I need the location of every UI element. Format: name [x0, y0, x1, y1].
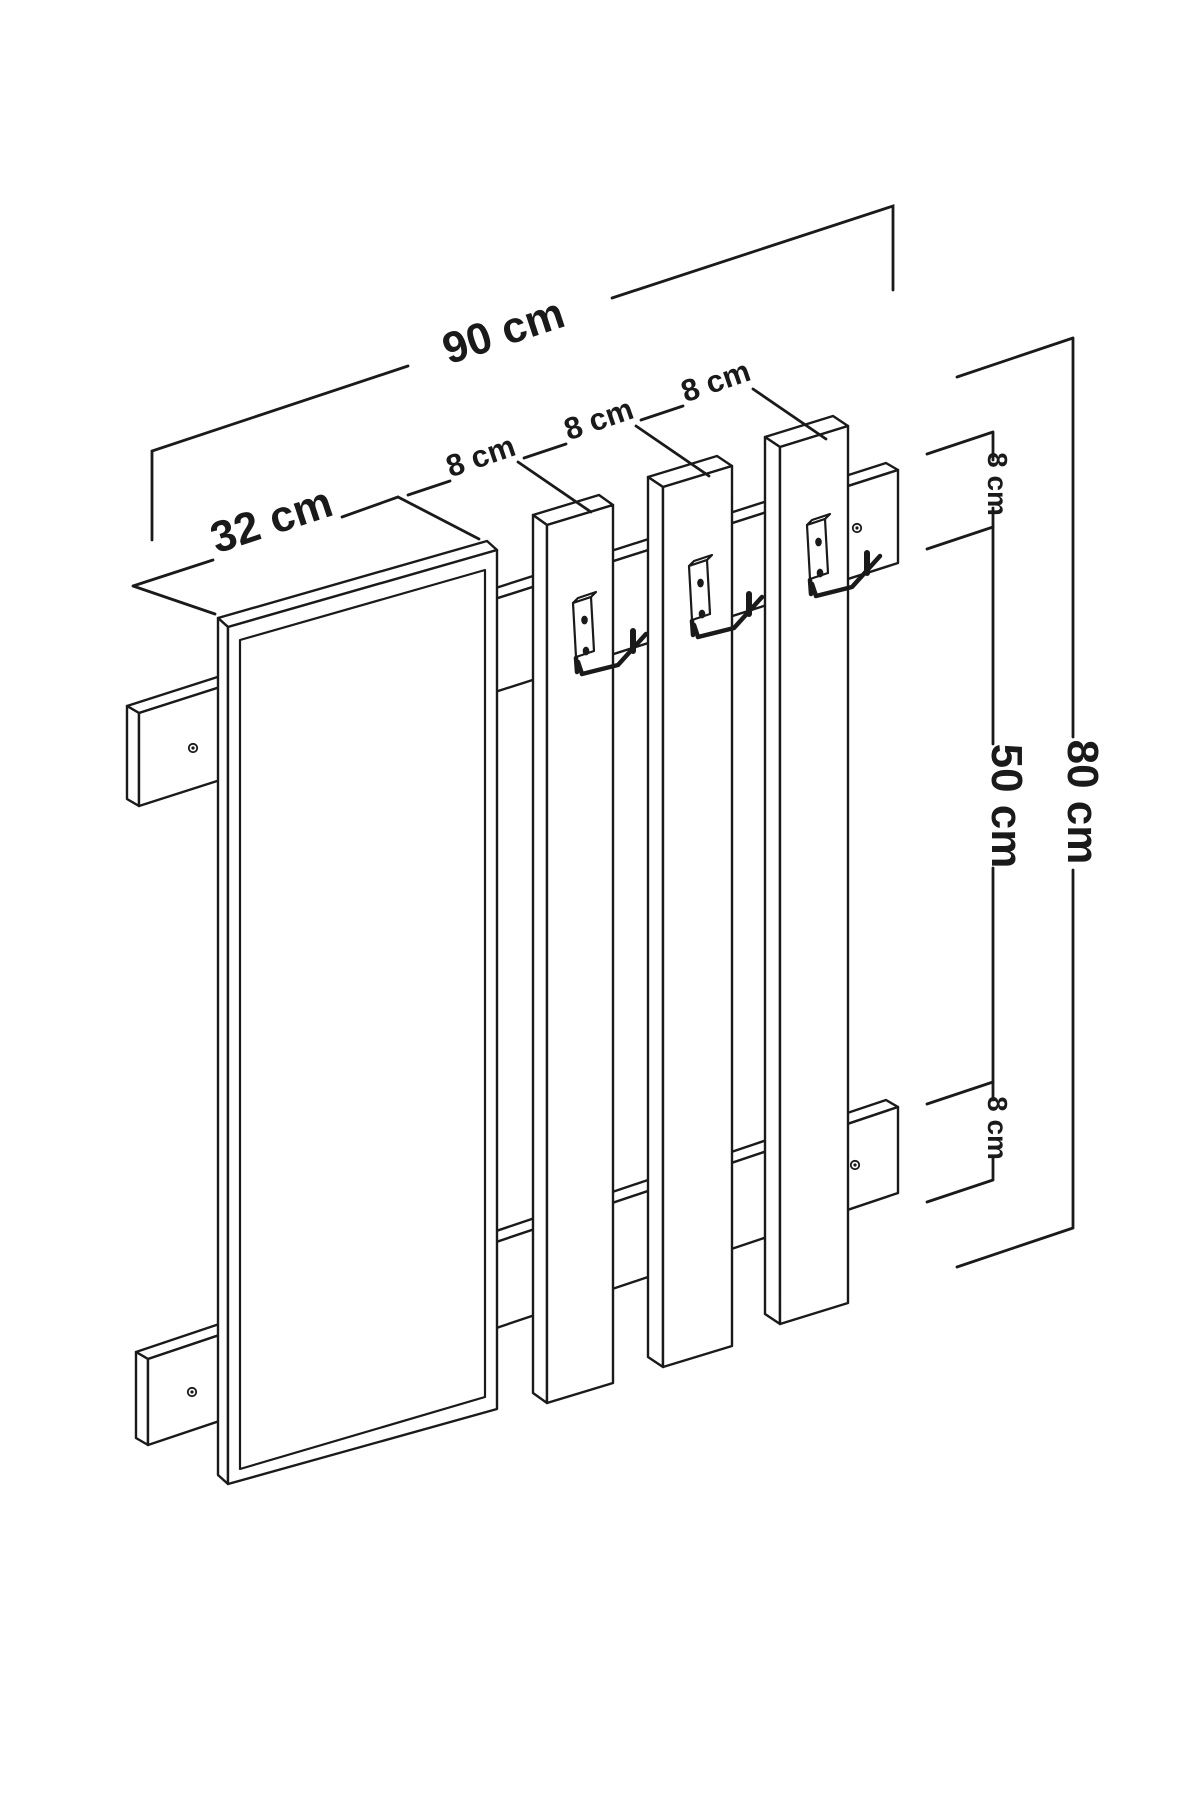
dimension-label-bottom-rail-height: 8 cm [982, 1096, 1013, 1160]
dimension-rail-gap: 50 cm [925, 525, 1031, 1106]
slat-3-left-side-face [763, 435, 782, 1326]
dimension-bottom-rail-height: 8 cm [925, 1080, 1013, 1204]
slat-1-left-side-face [531, 513, 549, 1405]
slat-2-front-face [661, 464, 734, 1369]
screw-dot-icon [853, 1163, 857, 1167]
hook-plate-tail [573, 655, 580, 675]
slat-2 [646, 454, 734, 1369]
hook-screw-icon [581, 615, 588, 625]
dimension-slat2-width: 8 cm [522, 391, 711, 478]
screw-dot-icon [190, 1390, 194, 1394]
dimension-top-rail-height: 8 cm [925, 430, 1013, 551]
slat-3-front-face [778, 424, 850, 1326]
top-rail-left-end-face [125, 704, 141, 808]
coat-hook-1 [571, 590, 649, 677]
dimension-slat1-width: 8 cm [406, 428, 593, 514]
slat-2-left-side-face [646, 475, 665, 1369]
dimension-label-top-rail-height: 8 cm [982, 452, 1013, 516]
hook-screw-icon [582, 646, 590, 656]
dimension-label-overall-width: 90 cm [437, 288, 571, 374]
mirror-frame-inner-edge [238, 568, 487, 1471]
mirror-left-side-face [216, 616, 230, 1486]
mirror-front-face [226, 548, 499, 1486]
screw-dot-icon [855, 526, 859, 530]
dimension-label-slat3-width: 8 cm [676, 353, 754, 409]
dimension-label-rail-gap: 50 cm [982, 744, 1031, 869]
dimension-label-slat1-width: 8 cm [441, 428, 519, 484]
dimension-label-mirror-width: 32 cm [205, 477, 339, 563]
bottom-rail-left-end-face [134, 1350, 150, 1447]
mirror [216, 539, 499, 1486]
screw-dot-icon [191, 746, 195, 750]
slat-3 [763, 414, 850, 1326]
slat-1 [531, 493, 615, 1405]
hook-plate [571, 595, 596, 659]
dimension-overall-height: 80 cm [955, 336, 1107, 1269]
dimension-label-slat2-width: 8 cm [559, 391, 637, 447]
dimension-label-overall-height: 80 cm [1058, 740, 1107, 865]
